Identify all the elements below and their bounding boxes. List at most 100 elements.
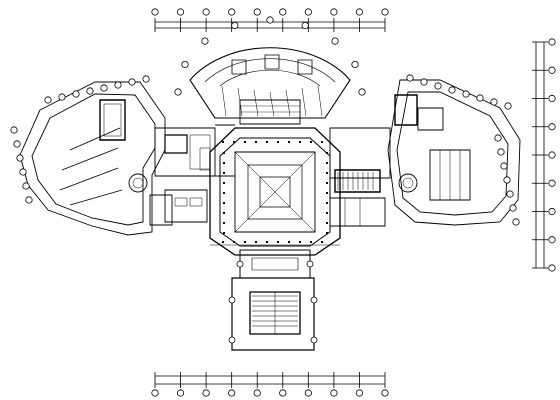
axis-bubble (203, 390, 209, 396)
central-octagon-hall (210, 128, 340, 255)
column-dot (244, 141, 246, 143)
top-dimension-grid (152, 9, 388, 32)
axis-bubble (305, 9, 311, 15)
axis-bubble (129, 79, 135, 85)
axis-bubble (267, 17, 273, 23)
axis-bubble (182, 61, 188, 67)
axis-bubble (311, 297, 317, 303)
arch-rib (238, 88, 242, 116)
axis-bubble (513, 219, 519, 225)
axis-bubble (254, 9, 260, 15)
axis-bubble (549, 67, 555, 73)
axis-bubble (449, 87, 455, 93)
column-dot (277, 241, 279, 243)
axis-bubble (549, 208, 555, 214)
bottom-dimension-grid (152, 372, 388, 396)
right-wing-axis-bubbles (407, 75, 519, 225)
axis-bubble (549, 95, 555, 101)
axis-bubble (495, 135, 501, 141)
column-dot (255, 241, 257, 243)
arch-rib (286, 90, 290, 116)
axis-bubble (549, 152, 555, 158)
column-dot (326, 192, 328, 194)
column-dot (223, 212, 225, 214)
axis-bubble (254, 390, 260, 396)
arch-rib (222, 86, 226, 116)
axis-bubble (280, 9, 286, 15)
column-dot (326, 212, 328, 214)
axis-bubble (11, 127, 17, 133)
axis-bubble (331, 390, 337, 396)
column-dot (223, 232, 225, 234)
axis-bubble (73, 91, 79, 97)
axis-bubble (505, 103, 511, 109)
axis-bubble (232, 22, 238, 28)
axis-bubble (305, 390, 311, 396)
axis-bubble (143, 76, 149, 82)
column-dot (299, 241, 301, 243)
axis-bubble (101, 85, 107, 91)
axis-bubble (59, 94, 65, 100)
axis-bubble (20, 169, 26, 175)
column-dot (326, 152, 328, 154)
column-dot (222, 141, 224, 143)
axis-bubble (45, 97, 51, 103)
column-dot (310, 141, 312, 143)
axis-bubble (175, 89, 181, 95)
axis-bubble (302, 22, 308, 28)
column-dot (233, 141, 235, 143)
column-dot (326, 222, 328, 224)
axis-bubble (352, 61, 358, 67)
axis-bubble (549, 124, 555, 130)
column-dot (288, 241, 290, 243)
arch-rib (318, 86, 322, 116)
left-corridor (155, 125, 235, 176)
column-dot (321, 241, 323, 243)
axis-bubble (87, 88, 93, 94)
axis-bubble (152, 9, 158, 15)
column-dot (223, 202, 225, 204)
axis-bubble (331, 9, 337, 15)
axis-bubble (477, 95, 483, 101)
column-dot (223, 162, 225, 164)
axis-bubble (549, 237, 555, 243)
column-dot (266, 141, 268, 143)
column-dot (255, 141, 257, 143)
axis-bubble (26, 197, 32, 203)
arch-rib (254, 90, 258, 116)
axis-bubble (356, 9, 362, 15)
entrance-wing (232, 250, 314, 350)
right-corridor (330, 128, 390, 226)
column-dot (223, 172, 225, 174)
axis-bubble (14, 141, 20, 147)
column-dot (277, 141, 279, 143)
axis-bubble (498, 149, 504, 155)
axis-bubble (202, 38, 208, 44)
column-dot (321, 141, 323, 143)
arch-rib (270, 92, 274, 116)
column-dot (266, 241, 268, 243)
column-dot (299, 141, 301, 143)
axis-bubble (359, 89, 365, 95)
axis-bubble (152, 390, 158, 396)
column-dot (223, 192, 225, 194)
column-dot (326, 162, 328, 164)
axis-bubble (23, 183, 29, 189)
axis-bubble (332, 38, 338, 44)
column-dot (223, 222, 225, 224)
arch-axis-bubbles (175, 17, 365, 95)
axis-bubble (549, 39, 555, 45)
column-dot (326, 232, 328, 234)
column-dot (326, 202, 328, 204)
axis-bubble (435, 83, 441, 89)
axis-bubble (549, 180, 555, 186)
axis-bubble (229, 337, 235, 343)
axis-bubble (115, 82, 121, 88)
column-dot (326, 172, 328, 174)
axis-bubble (17, 155, 23, 161)
arch-rib (302, 88, 306, 116)
column-dot (310, 241, 312, 243)
axis-bubble (280, 390, 286, 396)
axis-bubble (203, 9, 209, 15)
